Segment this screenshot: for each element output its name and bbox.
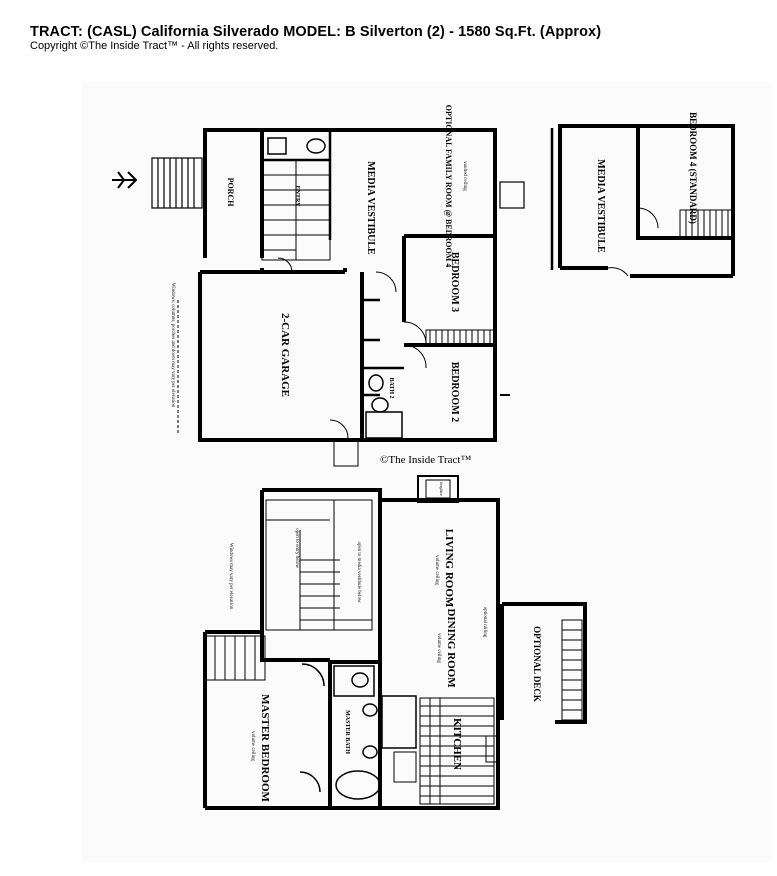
plan-background: [82, 82, 772, 862]
bedroom-4-label: BEDROOM 4 (STANDARD): [688, 112, 698, 224]
entry-arrow-icon: [112, 171, 138, 189]
lower-elevation-note: Windows may vary per elevation: [228, 543, 233, 610]
kitchen-label: KITCHEN: [451, 718, 463, 770]
lower-floor-plan: [203, 475, 587, 810]
open-to-vestibule-note: open to media vestibule below: [356, 541, 361, 602]
living-room-label: LIVING ROOM: [443, 529, 455, 608]
bath-2-label: BATH 2: [388, 377, 394, 398]
plan-watermark: ©The Inside Tract™: [380, 454, 471, 466]
garage-elevation-note: Windows, columns, porches and doors may …: [170, 283, 175, 408]
entry-stair: [261, 159, 331, 261]
master-bedroom-label: MASTER BEDROOM: [259, 694, 271, 802]
living-ceiling-note: volume ceiling: [434, 555, 439, 585]
kitchen-cabinets: [393, 697, 499, 805]
master-bath-fixtures: [299, 663, 417, 800]
plan-title: TRACT: (CASL) California Silverado MODEL…: [30, 24, 602, 40]
porch-steps: [151, 157, 203, 209]
porch-label: PORCH: [226, 178, 235, 208]
optional-deck-label: OPTIONAL DECK: [532, 626, 542, 702]
bath-fixtures: [365, 374, 403, 439]
family-room-ceiling-note: vaulted ceiling: [462, 161, 467, 191]
master-ceiling-note: volume ceiling: [250, 731, 255, 761]
bedroom-4-alternate: [550, 124, 735, 278]
copyright-notice: Copyright ©The Inside Tract™ - All right…: [30, 40, 279, 52]
alt-media-vestibule-label: MEDIA VESTIBULE: [595, 159, 606, 253]
powder-fixtures: [267, 137, 326, 155]
media-vestibule-label: MEDIA VESTIBULE: [365, 161, 376, 255]
upper-floor-plan: [112, 128, 525, 467]
dining-room-label: DINING ROOM: [445, 608, 457, 688]
master-bath-label: MASTER BATH: [344, 710, 350, 754]
garage-label: 2-CAR GARAGE: [279, 313, 291, 397]
bedroom-closets: [425, 329, 496, 346]
bedroom-2-label: BEDROOM 2: [449, 362, 460, 422]
deck-stairs: [561, 619, 583, 721]
open-to-entry-note: open to entry below: [294, 528, 299, 568]
entry-label: ENTRY: [294, 186, 300, 207]
optional-family-room-label: OPTIONAL FAMILY ROOM @ BEDROOM 4: [444, 105, 453, 267]
master-closet: [204, 635, 266, 681]
interior-stair: [265, 499, 373, 631]
bedroom-3-label: BEDROOM 3: [449, 252, 460, 312]
optional-railing-note: optional railing: [482, 607, 487, 638]
fireplace-label: fireplace: [439, 482, 444, 496]
dining-ceiling-note: volume ceiling: [436, 633, 441, 663]
door-swings: [277, 257, 427, 467]
